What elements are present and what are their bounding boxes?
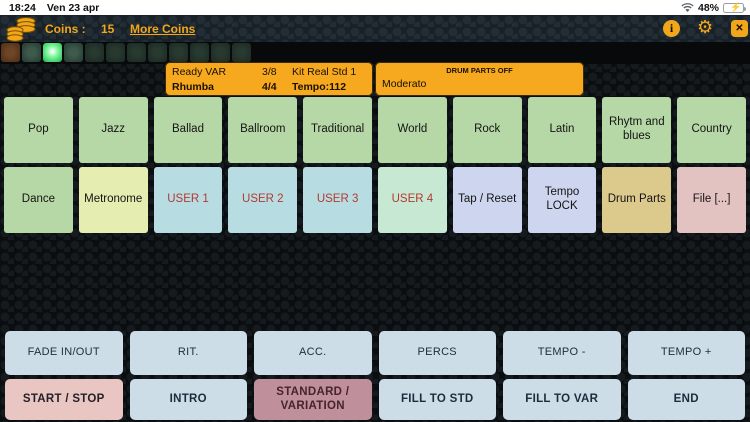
- battery-icon: ⚡: [723, 1, 746, 13]
- battery-percent: 48%: [697, 1, 719, 14]
- style-button-rhythm-and-blues[interactable]: Rhytm and blues: [602, 97, 672, 163]
- charging-bolt-icon: ⚡: [730, 1, 742, 12]
- style-button-ballroom[interactable]: Ballroom: [228, 97, 298, 163]
- tempo-minus-button[interactable]: TEMPO -: [503, 331, 621, 375]
- beat-led-orange: [1, 43, 20, 62]
- beat-led-dim: [22, 43, 41, 62]
- intro-button[interactable]: INTRO: [129, 379, 247, 420]
- user-4-button[interactable]: USER 4: [378, 167, 447, 233]
- style-button-dance[interactable]: Dance: [4, 167, 73, 233]
- info-icon: i: [669, 21, 674, 35]
- beat-led-faint: [106, 43, 125, 62]
- led-row: [0, 42, 750, 64]
- kit-name: Kit Real Std 1: [292, 65, 357, 78]
- tempo-name: Moderato: [382, 78, 427, 90]
- time-signature: 4/4: [262, 80, 277, 93]
- style-button-pop[interactable]: Pop: [4, 97, 73, 163]
- tempo-value: Tempo:112: [292, 80, 347, 93]
- status-display-panel: Ready VAR 3/8 Kit Real Std 1 Rhumba 4/4 …: [165, 62, 373, 96]
- rit-button[interactable]: RIT.: [129, 331, 247, 375]
- fill-to-var-button[interactable]: FILL TO VAR: [503, 379, 621, 420]
- style-button-rock[interactable]: Rock: [452, 97, 522, 163]
- tap-reset-button[interactable]: Tap / Reset: [452, 167, 522, 233]
- clock-date: Ven 23 apr: [46, 1, 100, 14]
- beat-led-on: [43, 43, 62, 62]
- beat-led-faint: [85, 43, 104, 62]
- file-button[interactable]: File [...]: [677, 167, 746, 233]
- tempo-lock-button[interactable]: Tempo LOCK: [527, 167, 597, 233]
- acc-button[interactable]: ACC.: [254, 331, 372, 375]
- standard-variation-button[interactable]: STANDARD / VARIATION: [254, 379, 372, 420]
- percs-button[interactable]: PERCS: [378, 331, 496, 375]
- user-2-button[interactable]: USER 2: [228, 167, 298, 233]
- style-name: Rhumba: [172, 80, 214, 93]
- beat-led-faint: [148, 43, 167, 62]
- ready-status: Ready VAR: [172, 65, 227, 78]
- user-1-button[interactable]: USER 1: [153, 167, 223, 233]
- style-button-jazz[interactable]: Jazz: [78, 97, 148, 163]
- drum-parts-status: DRUM PARTS OFF: [446, 66, 513, 75]
- style-button-latin[interactable]: Latin: [527, 97, 597, 163]
- transport-button-grid: FADE IN/OUT RIT. ACC. PERCS TEMPO - TEMP…: [0, 331, 750, 420]
- beat-led-dim: [64, 43, 83, 62]
- close-icon: ✕: [735, 23, 744, 34]
- ios-status-bar: 18:24 Ven 23 apr 48% ⚡: [0, 0, 750, 15]
- coins-icon: [5, 16, 39, 47]
- end-button[interactable]: END: [627, 379, 745, 420]
- drum-parts-display-panel: DRUM PARTS OFF Moderato: [375, 62, 584, 96]
- fill-to-std-button[interactable]: FILL TO STD: [378, 379, 496, 420]
- fade-in-out-button[interactable]: FADE IN/OUT: [5, 331, 123, 375]
- user-3-button[interactable]: USER 3: [303, 167, 372, 233]
- battery-cap: [744, 6, 746, 11]
- clock-time: 18:24: [9, 1, 36, 14]
- coins-count: 15: [101, 22, 115, 36]
- beat-led-faint: [169, 43, 188, 62]
- beat-led-faint: [211, 43, 230, 62]
- drum-parts-button[interactable]: Drum Parts: [602, 167, 672, 233]
- style-button-world[interactable]: World: [378, 97, 447, 163]
- style-button-ballad[interactable]: Ballad: [153, 97, 223, 163]
- app-toolbar: Coins : 15 More Coins i ⚙ ✕: [0, 15, 750, 42]
- status-bar-right: 48% ⚡: [681, 0, 746, 15]
- beat-led-faint: [232, 43, 251, 62]
- style-button-traditional[interactable]: Traditional: [303, 97, 372, 163]
- style-button-country[interactable]: Country: [677, 97, 746, 163]
- beat-led-faint: [127, 43, 146, 62]
- close-button[interactable]: ✕: [731, 20, 748, 37]
- tempo-plus-button[interactable]: TEMPO +: [627, 331, 745, 375]
- more-coins-link[interactable]: More Coins: [130, 22, 196, 36]
- style-button-grid: Pop Jazz Ballad Ballroom Traditional Wor…: [0, 97, 750, 233]
- coins-label: Coins :: [45, 22, 86, 36]
- gear-icon: ⚙: [697, 17, 714, 38]
- start-stop-button[interactable]: START / STOP: [5, 379, 123, 420]
- measure-position: 3/8: [262, 65, 277, 78]
- beat-led-faint: [190, 43, 209, 62]
- metronome-button[interactable]: Metronome: [78, 167, 148, 233]
- info-button[interactable]: i: [663, 20, 680, 37]
- wifi-icon: [681, 2, 694, 13]
- settings-button[interactable]: ⚙: [697, 16, 713, 40]
